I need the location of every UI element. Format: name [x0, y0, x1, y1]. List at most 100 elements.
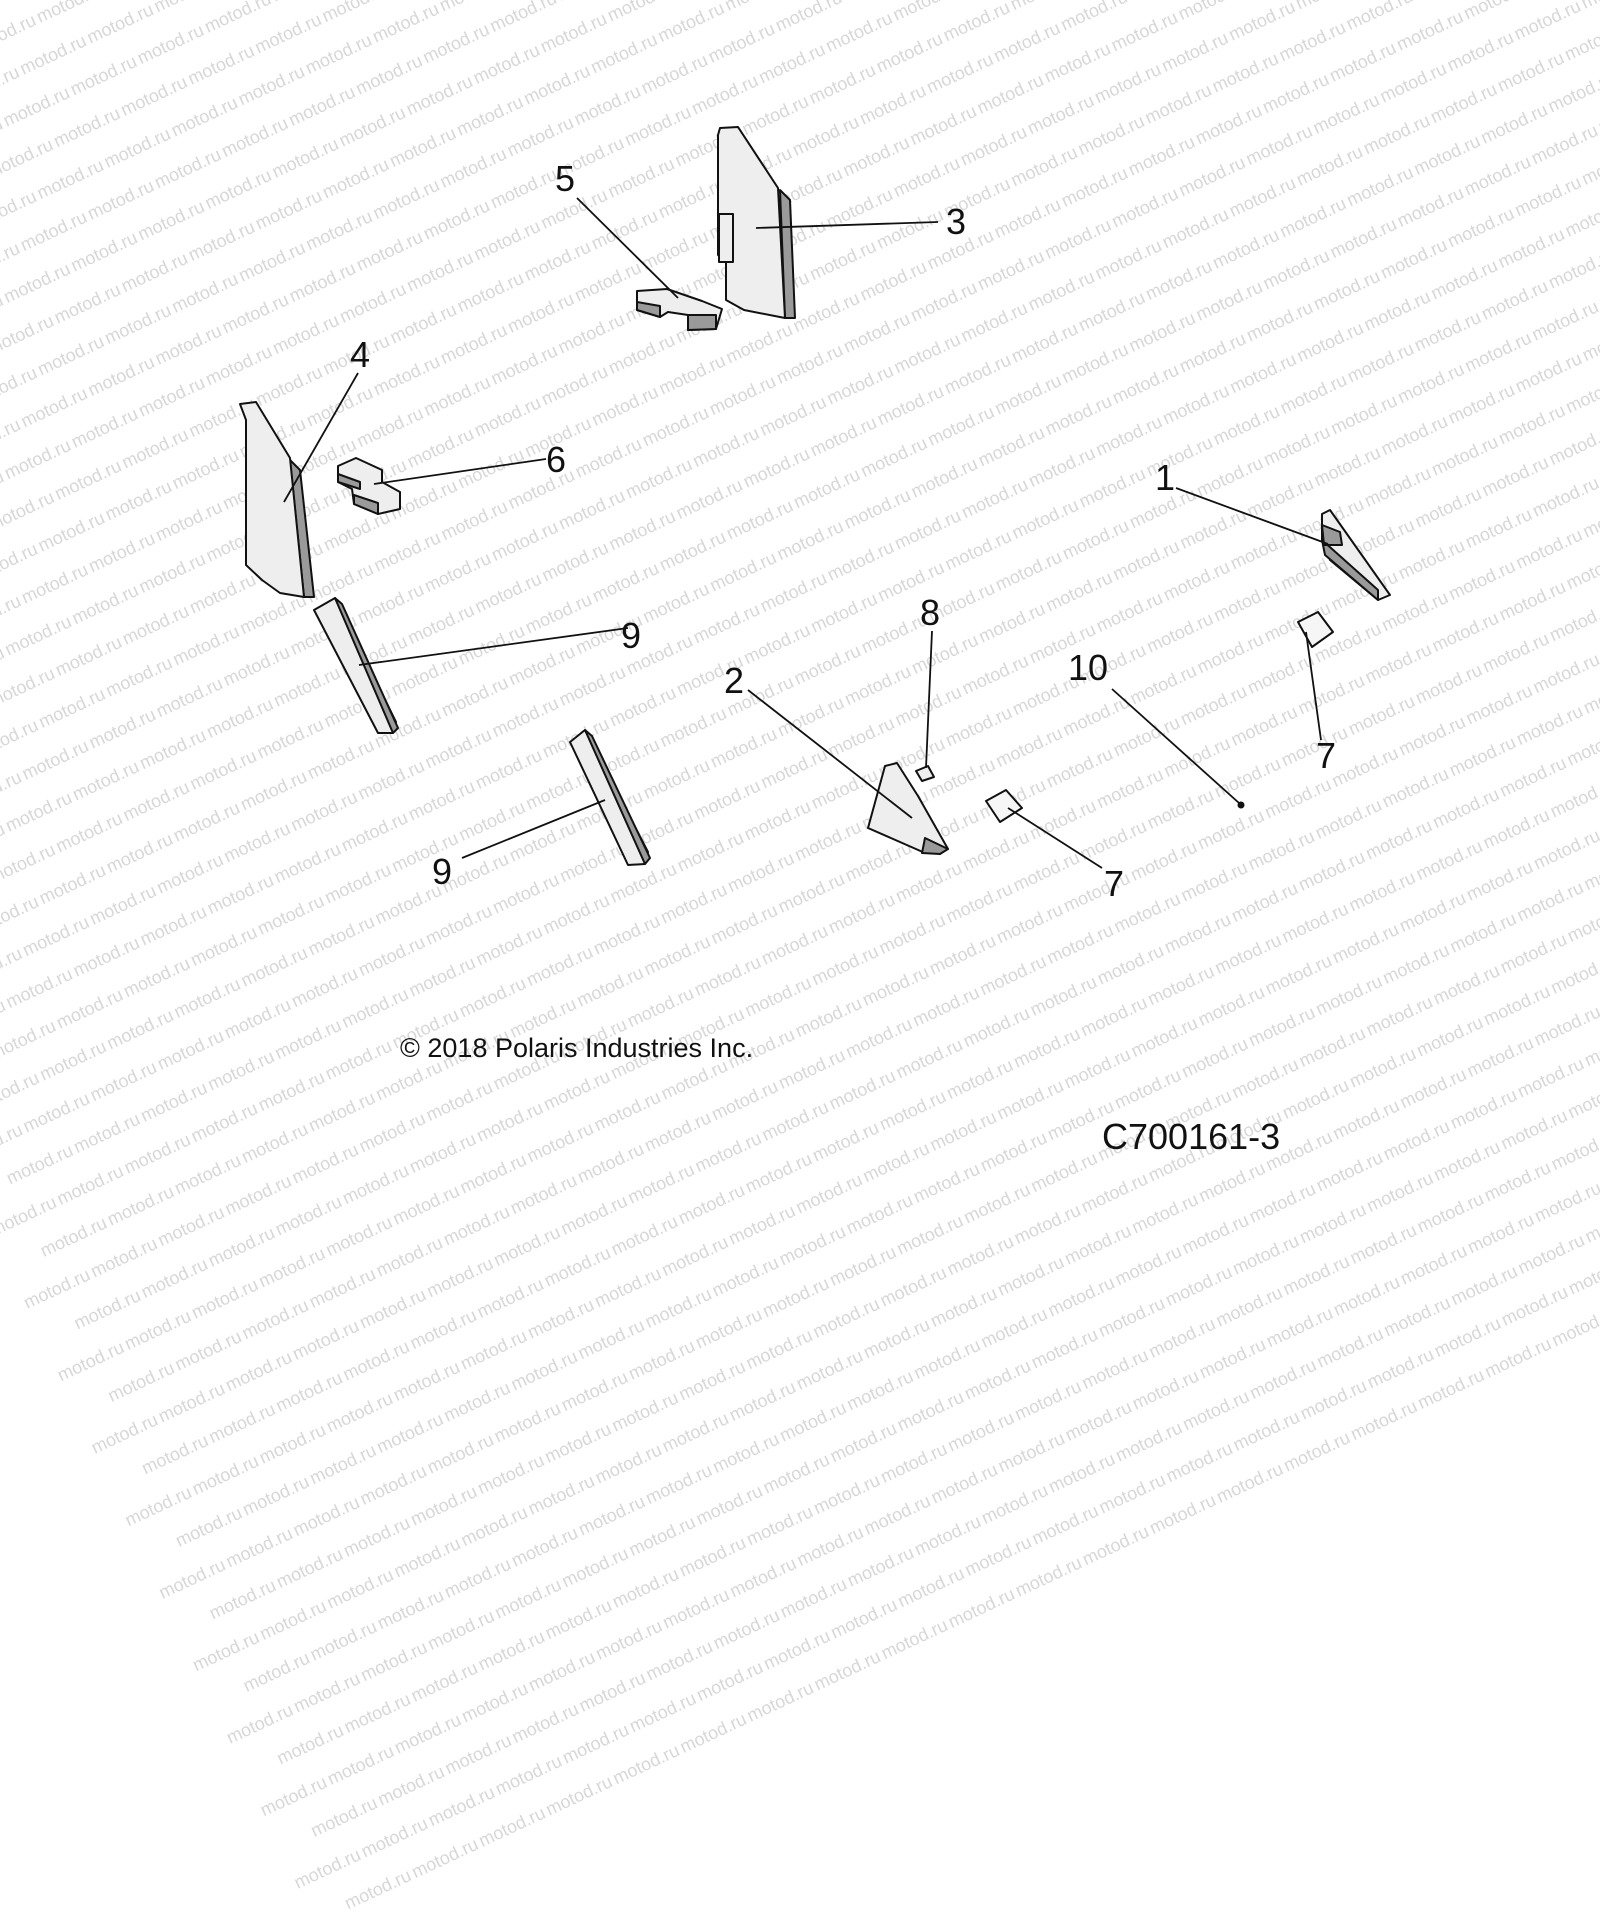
watermark-text: motod.ru: [524, 1470, 598, 1519]
watermark-text: motod.ru: [558, 1543, 632, 1592]
watermark-text: motod.ru: [70, 1285, 144, 1334]
watermark-text: motod.ru: [860, 1314, 934, 1363]
part-6-block: [337, 457, 401, 515]
watermark-text: motod.ru: [540, 1242, 614, 1291]
watermark-text: motod.ru: [222, 1346, 296, 1396]
watermark-text: motod.ru: [356, 1284, 430, 1333]
watermark-text: motod.ru: [307, 1616, 380, 1665]
callout-4: 4: [350, 334, 370, 375]
watermark-text: motod.ru: [440, 1377, 514, 1426]
watermark-text: motod.ru: [341, 1865, 415, 1914]
watermark-text: motod.ru: [910, 1334, 984, 1384]
watermark-text: motod.ru: [777, 1573, 850, 1622]
watermark-text: motod.ru: [508, 1522, 582, 1571]
part-3-panel: [717, 126, 796, 319]
watermark-text: motod.ru: [911, 1511, 985, 1560]
watermark-text: motod.ru: [608, 1387, 682, 1436]
watermark-text: motod.ru: [709, 1604, 783, 1654]
watermark-text: motod.ru: [574, 1314, 648, 1364]
watermark-text: motod.ru: [775, 1221, 849, 1270]
watermark-text: motod.ru: [256, 1419, 329, 1468]
callout-5: 5: [555, 158, 575, 199]
watermark-text: motod.ru: [810, 1469, 884, 1519]
watermark-text: motod.ru: [1246, 1354, 1320, 1403]
watermark-text: motod.ru: [1010, 1199, 1084, 1248]
watermark-text: motod.ru: [87, 1233, 161, 1282]
watermark-text: motod.ru: [406, 1305, 480, 1354]
part-2-bracket: [867, 762, 949, 855]
part-5-block: [636, 288, 723, 331]
watermark-text: motod.ru: [894, 1386, 967, 1435]
watermark-text: motod.ru: [37, 1212, 110, 1261]
watermark-text: motod.ru: [542, 1771, 616, 1820]
watermark-text: motod.ru: [609, 1563, 682, 1612]
callout-1: 1: [1155, 457, 1175, 498]
watermark-text: motod.ru: [1581, 1198, 1600, 1247]
watermark-text: motod.ru: [491, 1574, 565, 1623]
watermark-text: motod.ru: [944, 1407, 1018, 1456]
watermark-text: motod.ru: [1414, 1364, 1488, 1413]
callout-9-lower: 9: [432, 851, 452, 892]
watermark-text: motod.ru: [273, 1543, 347, 1592]
watermark-text: motod.ru: [340, 1512, 414, 1561]
watermark-text: motod.ru: [238, 1295, 312, 1344]
watermark-text: motod.ru: [1112, 1417, 1186, 1466]
watermark-text: motod.ru: [1296, 1199, 1370, 1248]
watermark-text: motod.ru: [205, 1222, 278, 1271]
watermark-text: motod.ru: [575, 1491, 649, 1540]
watermark-text: motod.ru: [458, 1678, 532, 1727]
watermark-text: motod.ru: [390, 1356, 464, 1406]
watermark-text: motod.ru: [507, 1346, 581, 1395]
watermark-text: motod.ru: [591, 1263, 665, 1312]
watermark-text: motod.ru: [944, 1583, 1018, 1632]
watermark-text: motod.ru: [524, 1294, 598, 1343]
watermark-text: motod.ru: [374, 1585, 447, 1634]
watermark-text: motod.ru: [1012, 1552, 1085, 1601]
watermark-text: motod.ru: [877, 1438, 951, 1487]
watermark-text: motod.ru: [625, 1511, 699, 1561]
watermark-text: motod.ru: [154, 1201, 228, 1251]
watermark-text: motod.ru: [994, 1428, 1068, 1477]
watermark-text: motod.ru: [1095, 1469, 1169, 1518]
watermark-text: motod.ru: [726, 1376, 799, 1425]
watermark-text: motod.ru: [1111, 1241, 1185, 1290]
watermark-text: motod.ru: [390, 1533, 464, 1582]
watermark-text: motod.ru: [492, 1750, 565, 1799]
watermark-text: motod.ru: [358, 1813, 431, 1862]
watermark-text: motod.ru: [760, 1625, 834, 1674]
watermark-text: motod.ru: [307, 1792, 381, 1841]
watermark-text: motod.ru: [558, 1366, 631, 1416]
watermark-text: motod.ru: [641, 1283, 715, 1332]
watermark-text: motod.ru: [372, 1232, 446, 1281]
watermark-text: motod.ru: [658, 1408, 732, 1457]
watermark-text: motod.ru: [188, 1274, 262, 1323]
watermark-text: motod.ru: [205, 1398, 279, 1447]
watermark-text: motod.ru: [289, 1315, 363, 1364]
watermark-text: motod.ru: [339, 1336, 413, 1385]
watermark-text: motod.ru: [927, 1459, 1001, 1508]
watermark-text: motod.ru: [357, 1636, 431, 1686]
watermark-text: motod.ru: [658, 1231, 732, 1280]
leader-5: [576, 197, 679, 299]
watermark-text: motod.ru: [642, 1636, 716, 1685]
watermark-text: motod.ru: [290, 1844, 364, 1893]
parts-diagram: 1 2 3 4 5 6 7 7 8 9 9 10: [239, 126, 1391, 904]
leader-1: [1175, 487, 1329, 545]
watermark-text: motod.ru: [1146, 1489, 1220, 1539]
watermark-text: motod.ru: [239, 1647, 313, 1696]
watermark-text: motod.ru: [810, 1646, 884, 1695]
part-9-strip-lower: [569, 729, 651, 866]
watermark-text: motod.ru: [1011, 1376, 1085, 1425]
watermark-text: motod.ru: [1078, 1344, 1152, 1393]
part-10-dot: [1237, 801, 1245, 809]
callout-3: 3: [946, 201, 966, 242]
watermark-text: motod.ru: [1279, 1251, 1353, 1300]
leader-4: [283, 372, 359, 503]
watermark-text: motod.ru: [1061, 1396, 1135, 1445]
watermark-text: motod.ru: [323, 1388, 396, 1437]
watermark-text: motod.ru: [591, 1439, 665, 1488]
watermark-text: motod.ru: [675, 1356, 749, 1405]
watermark-text: motod.ru: [1162, 1261, 1236, 1310]
watermark-text: motod.ru: [121, 1481, 195, 1531]
watermark-text: motod.ru: [642, 1459, 716, 1509]
